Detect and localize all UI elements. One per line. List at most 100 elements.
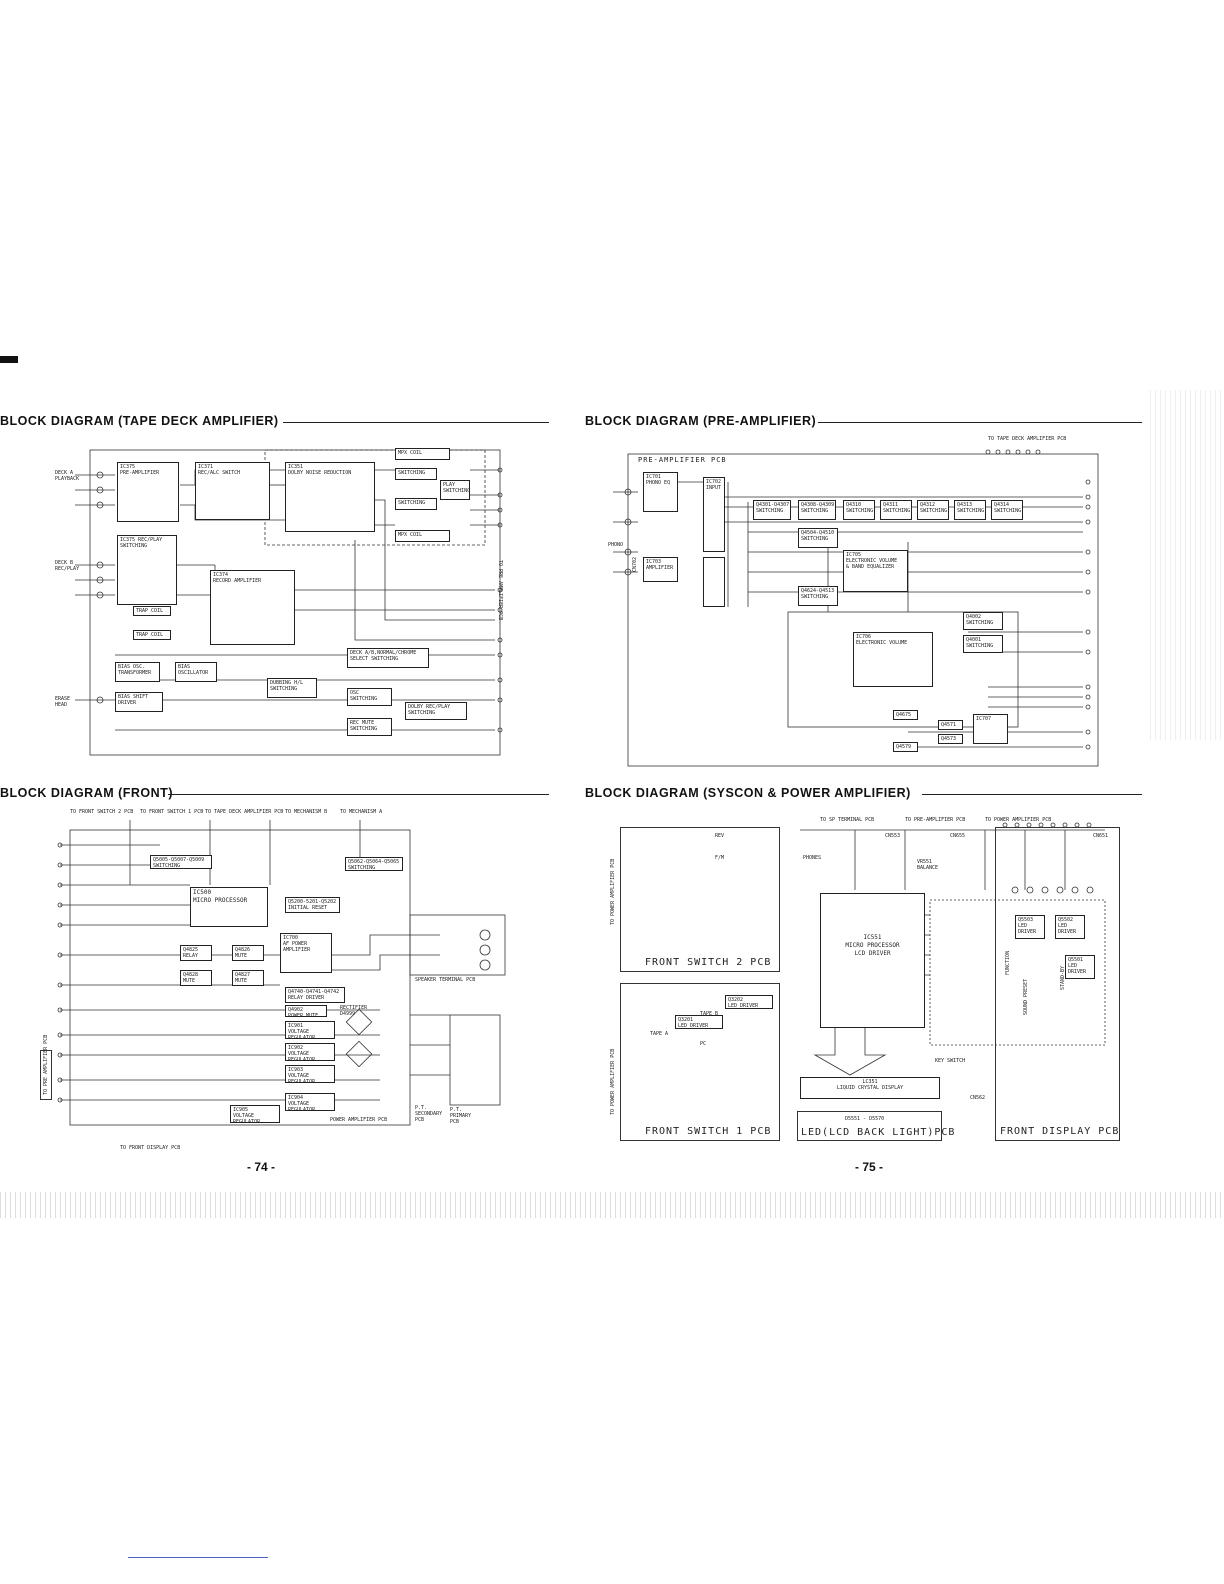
electronic-volume-band-eq: IC705 ELECTRONIC VOLUME & BAND EQUALIZER xyxy=(843,550,908,592)
title-tape-deck: BLOCK DIAGRAM (TAPE DECK AMPLIFIER) xyxy=(0,414,279,428)
syscon-micro-processor: IC551 MICRO PROCESSOR LCD DRIVER xyxy=(820,893,925,1028)
voltage-regulator-1: IC901 VOLTAGE REGULATOR xyxy=(285,1021,335,1039)
to-pre-amp-label: TO PRE-AMPLIFIER PCB xyxy=(905,817,966,823)
voltage-regulator-5: IC905 VOLTAGE REGULATOR xyxy=(230,1105,280,1123)
q4828-mute: Q4828 MUTE xyxy=(180,970,212,986)
title-pre-amp: BLOCK DIAGRAM (PRE-AMPLIFIER) xyxy=(585,414,817,428)
led-back-light-label: LED(LCD BACK LIGHT)PCB xyxy=(801,1127,956,1138)
switching-q4504: Q4504-Q4510 SWITCHING xyxy=(798,528,838,548)
front-left-vertical-label: TO PRE AMPLIFIER PCB xyxy=(43,1034,49,1095)
pre-amp-pcb-label: PRE-AMPLIFIER PCB xyxy=(638,456,727,464)
front-top-label-1: TO FRONT SWITCH 2 PCB xyxy=(70,809,134,815)
switching-q4312: Q4312 SWITCHING xyxy=(917,500,949,520)
trap-coil-1: TRAP COIL xyxy=(133,606,171,616)
to-power-amp-label: TO POWER AMPLIFIER PCB xyxy=(985,817,1052,823)
liquid-crystal-display: LC351 LIQUID CRYSTAL DISPLAY xyxy=(800,1077,940,1099)
pt-secondary-label: P.T. SECONDARY PCB xyxy=(415,1105,443,1123)
cn651-label: CN651 xyxy=(1093,833,1109,839)
rec-mute-switching: REC MUTE SWITCHING xyxy=(347,718,392,736)
ic703-block: IC703 AMPLIFIER xyxy=(643,557,678,582)
pt-primary-label: P.T. PRIMARY PCB xyxy=(450,1107,472,1125)
q5503-led-driver: Q5503 LED DRIVER xyxy=(1015,915,1045,939)
q4825-relay: Q4825 RELAY xyxy=(180,945,212,961)
voltage-regulator-4: IC904 VOLTAGE REGULATOR xyxy=(285,1093,335,1111)
switching-q4301: Q4301-Q4307 SWITCHING xyxy=(753,500,791,520)
power-mute: Q4902 POWER MUTE xyxy=(285,1005,327,1017)
tape-a-label: TAPE A xyxy=(650,1031,669,1037)
switching-q4311: Q4311 SWITCHING xyxy=(880,500,912,520)
front-switch-1-panel xyxy=(620,983,780,1141)
deck-select-switching: DECK A/B,NORMAL/CHROME SELECT SWITCHING xyxy=(347,648,429,668)
q4573-block: Q4573 xyxy=(938,734,963,744)
pre-amp-wiring xyxy=(613,449,1099,767)
switching-q4308: Q4308-Q4309 SWITCHING xyxy=(798,500,836,520)
q4675-block: Q4675 xyxy=(893,710,918,720)
diagram-pre-amp: PRE-AMPLIFIER PCB TO TAPE DECK AMPLIFIER… xyxy=(608,432,1130,772)
scan-speckle-bottom xyxy=(0,1192,1224,1218)
switching-q4002: Q4002 SWITCHING xyxy=(963,612,1003,630)
to-front-display-label: TO FRONT DISPLAY PCB xyxy=(120,1145,181,1151)
bias-shift-driver: BIAS SHIFT DRIVER xyxy=(115,692,163,712)
input-selector-block-2 xyxy=(703,557,725,607)
dubbing-switching: DUBBING H/L SWITCHING xyxy=(267,678,317,698)
ic707-block: IC707 xyxy=(973,714,1008,744)
af-power-amplifier: IC700 AF POWER AMPLIFIER xyxy=(280,933,332,973)
title-rule-pre-amp xyxy=(818,422,1142,423)
page-number-left: - 74 - xyxy=(247,1160,276,1174)
tape-deck-right-edge: TO PRE AMPLIFIER PCB xyxy=(497,560,503,621)
switching-q4313: Q4313 SWITCHING xyxy=(954,500,986,520)
rec-play-switching-block: IC375 REC/PLAY SWITCHING xyxy=(117,535,177,605)
mpx-coil-bottom: MPX COIL xyxy=(395,530,450,542)
title-rule-front xyxy=(168,794,549,795)
pre-amplifier-block: IC375 PRE-AMPLIFIER xyxy=(117,462,179,522)
diagram-tape-deck: DECK A PLAYBACK DECK B REC/PLAY ERASE HE… xyxy=(55,440,520,765)
scan-speckle-right xyxy=(1150,390,1224,740)
cn702-label: CN702 xyxy=(632,556,638,572)
q5502-led-driver: Q5502 LED DRIVER xyxy=(1055,915,1085,939)
diagram-front: TO FRONT SWITCH 2 PCB TO FRONT SWITCH 1 … xyxy=(40,805,545,1160)
front-top-label-5: TO MECHANISM A xyxy=(340,809,383,815)
title-rule-syscon xyxy=(922,794,1142,795)
title-syscon: BLOCK DIAGRAM (SYSCON & POWER AMPLIFIER) xyxy=(585,786,911,800)
front-switching-right: Q5062-Q5064-Q5065 SWITCHING xyxy=(345,857,403,871)
phono-eq-block: IC701 PHONO EQ xyxy=(643,472,678,512)
bias-osc-transformer: BIAS OSC. TRANSFORMER xyxy=(115,662,160,682)
title-rule-tape-deck xyxy=(283,422,549,423)
front-top-label-4: TO MECHANISM B xyxy=(285,809,328,815)
corner-mark xyxy=(0,356,18,363)
record-amplifier-block: IC374 RECORD AMPLIFIER xyxy=(210,570,295,645)
input-selector-block: IC702 INPUT SELECTOR xyxy=(703,477,725,552)
pc-label: PC xyxy=(700,1041,707,1047)
vr551-balance-label: VR551 BALANCE xyxy=(917,859,939,871)
relay-driver: Q4740-Q4741-Q4742 RELAY DRIVER xyxy=(285,987,345,1003)
phones-label: PHONES xyxy=(803,855,822,861)
front-switching-top: Q5005-Q5007-Q5009 SWITCHING xyxy=(150,855,212,869)
deck-b-label: DECK B REC/PLAY xyxy=(55,560,80,572)
diagram-syscon: REV F/M FRONT SWITCH 2 PCB Q3202 LED DRI… xyxy=(605,815,1120,1145)
cn655-label: CN655 xyxy=(950,833,966,839)
q3202-led-driver: Q3202 LED DRIVER xyxy=(725,995,773,1009)
d5551-label: D5551 - D5570 xyxy=(845,1116,885,1122)
q4826-mute: Q4826 MUTE xyxy=(232,945,264,961)
dolby-nr-block: IC351 DOLBY NOISE REDUCTION xyxy=(285,462,375,532)
q4827-mute: Q4827 MUTE xyxy=(232,970,264,986)
title-front: BLOCK DIAGRAM (FRONT) xyxy=(0,786,173,800)
front-switch-2-panel xyxy=(620,827,780,972)
front-switch-2-label: FRONT SWITCH 2 PCB xyxy=(645,957,772,968)
front-switch-1-label: FRONT SWITCH 1 PCB xyxy=(645,1126,772,1137)
q5501-led-driver: Q5501 LED DRIVER xyxy=(1065,955,1095,979)
switching-q4001: Q4001 SWITCHING xyxy=(963,635,1003,653)
rev-label: REV xyxy=(715,833,725,839)
pre-amp-top-right-label: TO TAPE DECK AMPLIFIER PCB xyxy=(988,436,1067,442)
speaker-terminal-pcb-label: SPEAKER TERMINAL PCB xyxy=(415,977,476,983)
switching-q4624: Q4624-Q4513 SWITCHING xyxy=(798,586,838,606)
bottom-underline xyxy=(128,1557,268,1558)
syscon-left-vertical-top: TO POWER AMPLIFIER PCB xyxy=(610,858,616,925)
play-switching: PLAY SWITCHING xyxy=(440,480,470,500)
front-top-label-2: TO FRONT SWITCH 1 PCB xyxy=(140,809,204,815)
mpx-coil-top: MPX COIL xyxy=(395,448,450,460)
cn553-label: CN553 xyxy=(885,833,901,839)
page-number-right: - 75 - xyxy=(855,1160,884,1174)
switching-q4314: Q4314 SWITCHING xyxy=(991,500,1023,520)
front-display-panel xyxy=(995,827,1120,1141)
